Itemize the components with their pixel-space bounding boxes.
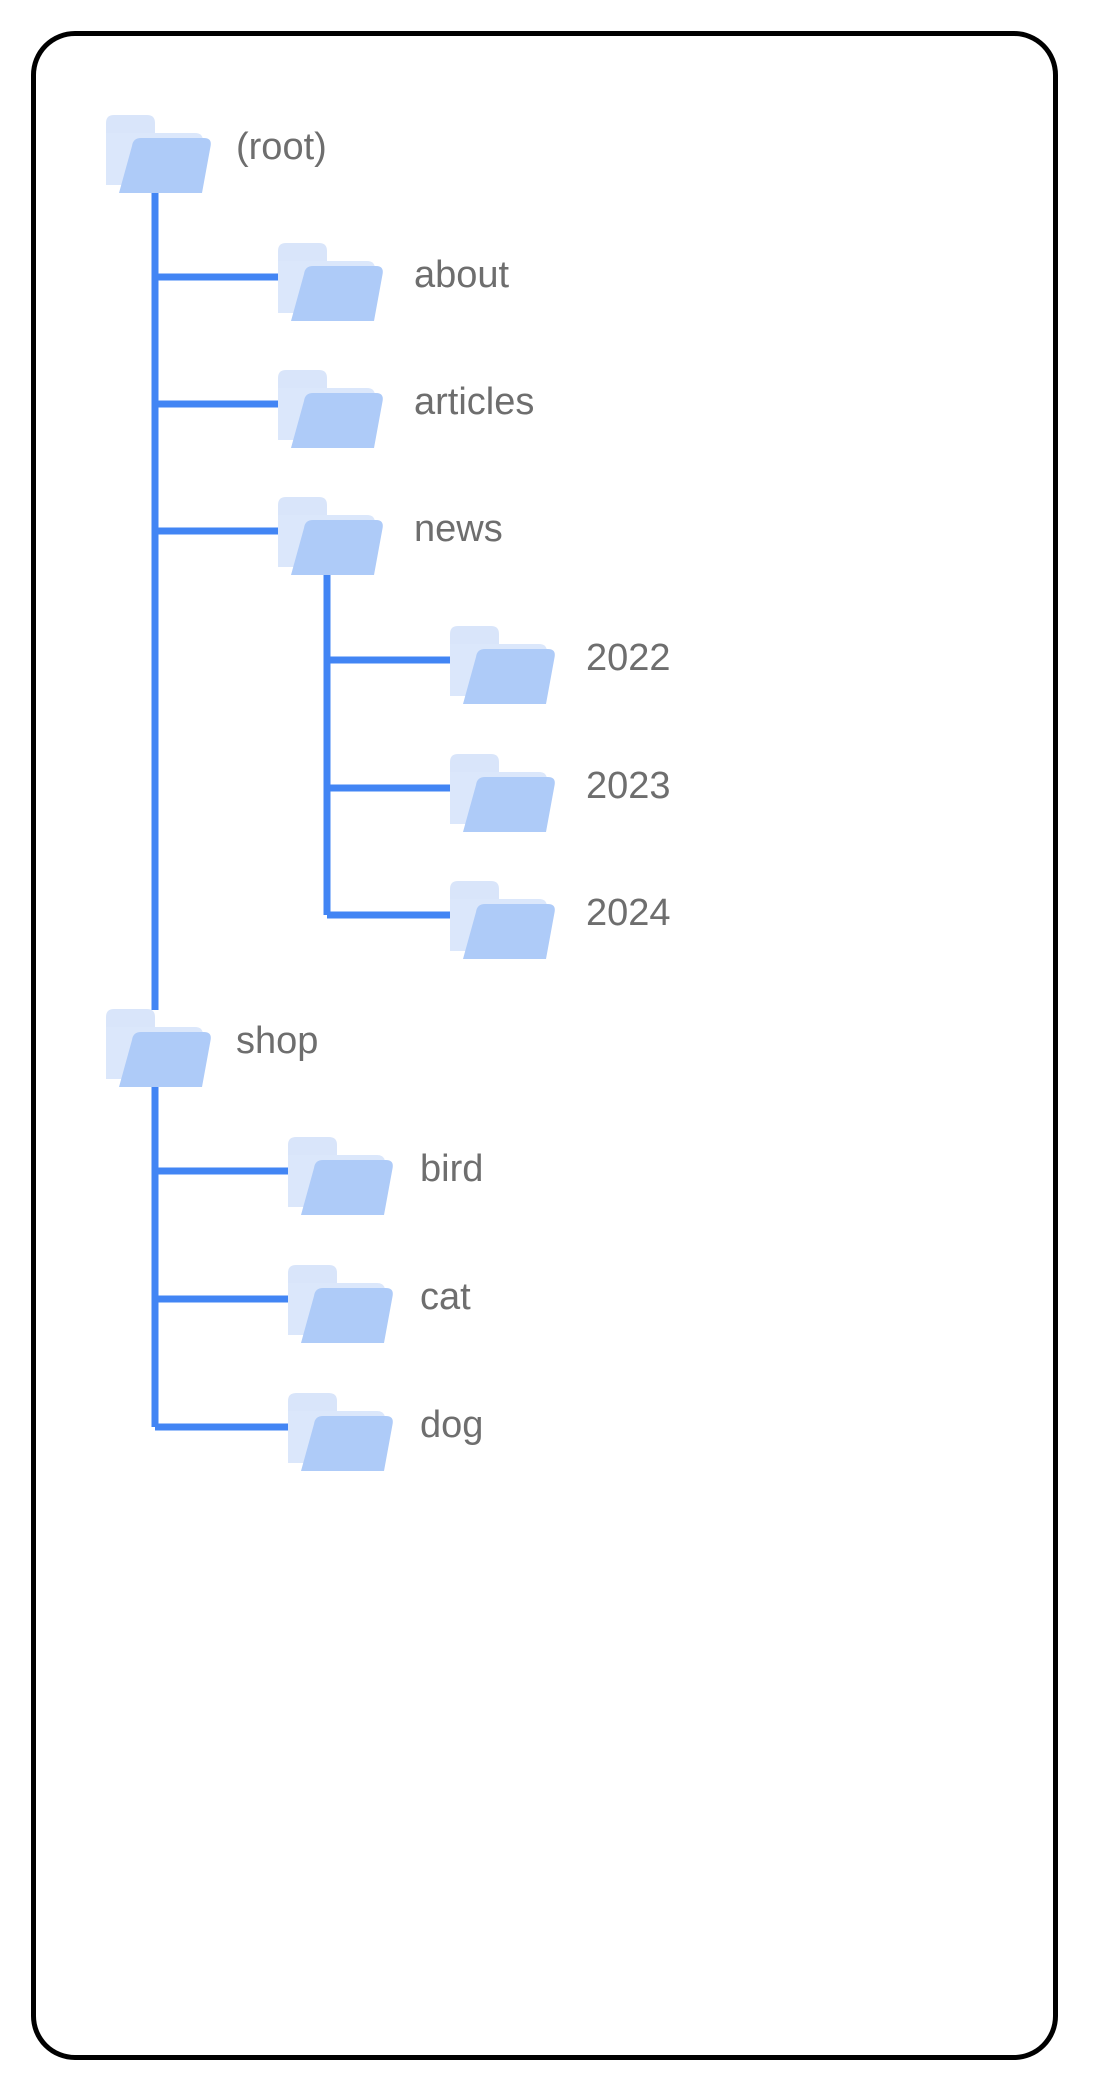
tree-node-root[interactable]: (root) (106, 115, 327, 193)
tree-node-news[interactable]: news (278, 497, 503, 575)
folder-icon[interactable] (450, 626, 555, 704)
node-label-dog: dog (420, 1404, 483, 1446)
tree-nodes-layer: (root) about articles news 2022 2023 2024 shop b… (106, 115, 671, 1471)
folder-icon[interactable] (288, 1137, 393, 1215)
tree-node-dog[interactable]: dog (288, 1393, 483, 1471)
node-label-bird: bird (420, 1148, 483, 1190)
node-label-2023: 2023 (586, 765, 671, 807)
tree-node-bird[interactable]: bird (288, 1137, 483, 1215)
node-label-root: (root) (236, 126, 327, 168)
tree-edges-layer (151, 182, 460, 1431)
tree-node-articles[interactable]: articles (278, 370, 534, 448)
tree-node-2023[interactable]: 2023 (450, 754, 671, 832)
node-label-2024: 2024 (586, 892, 671, 934)
node-label-articles: articles (414, 381, 534, 423)
folder-icon[interactable] (106, 1009, 211, 1087)
tree-node-cat[interactable]: cat (288, 1265, 471, 1343)
node-label-about: about (414, 254, 510, 296)
node-label-2022: 2022 (586, 637, 671, 679)
folder-icon[interactable] (450, 881, 555, 959)
tree-node-shop[interactable]: shop (106, 1009, 318, 1087)
node-label-cat: cat (420, 1276, 471, 1318)
folder-icon[interactable] (278, 243, 383, 321)
folder-icon[interactable] (278, 497, 383, 575)
folder-icon[interactable] (278, 370, 383, 448)
folder-icon[interactable] (450, 754, 555, 832)
tree-node-2024[interactable]: 2024 (450, 881, 671, 959)
tree-node-2022[interactable]: 2022 (450, 626, 671, 704)
node-label-news: news (414, 508, 503, 550)
tree-node-about[interactable]: about (278, 243, 510, 321)
folder-icon[interactable] (288, 1265, 393, 1343)
node-label-shop: shop (236, 1020, 318, 1062)
folder-icon[interactable] (288, 1393, 393, 1471)
folder-icon[interactable] (106, 115, 211, 193)
